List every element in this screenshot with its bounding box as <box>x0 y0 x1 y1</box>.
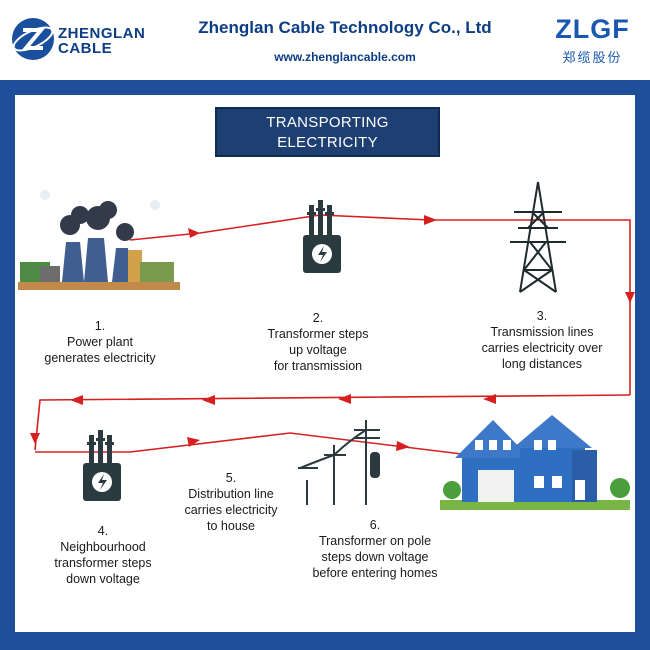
brand-text: ZHENGLAN CABLE <box>58 26 145 56</box>
step-5-caption: 5. Distribution line carries electricity… <box>156 470 306 534</box>
step-text-line: before entering homes <box>312 566 438 580</box>
step-2-caption: 2. Transformer steps up voltage for tran… <box>243 310 393 374</box>
transmission-tower-icon <box>510 181 566 293</box>
title-line-1: TRANSPORTING ELECTRICITY <box>266 114 389 151</box>
step-text-line: up voltage <box>289 343 347 357</box>
company-name: Zhenglan Cable Technology Co., Ltd <box>198 18 492 37</box>
arrow-6 <box>202 395 215 405</box>
step-text-line: carries electricity over <box>481 341 603 355</box>
arrow-3 <box>625 292 635 303</box>
step-number: 6. <box>369 518 381 532</box>
step-text-line: long distances <box>502 357 582 371</box>
arrow-10 <box>396 441 410 451</box>
zhenglan-logo: ZHENGLAN CABLE <box>10 10 180 70</box>
step-6-caption: 6. Transformer on pole steps down voltag… <box>295 517 455 581</box>
step-text-line: Transformer on pole <box>318 534 432 548</box>
step-number: 2. <box>312 311 324 325</box>
arrow-5 <box>338 394 351 404</box>
arrow-9 <box>187 437 200 447</box>
zhenglan-logo-icon <box>12 18 54 60</box>
flow-line-top <box>129 214 631 395</box>
step-text-line: Transmission lines <box>490 325 594 339</box>
power-plant-icon <box>18 190 180 290</box>
zlgf-logo-cn: 郑缆股份 <box>562 50 623 65</box>
zlgf-logo: ZLGF 郑缆股份 <box>545 10 640 70</box>
flow-line-bottom <box>35 432 471 456</box>
step-3-caption: 3. Transmission lines carries electricit… <box>462 308 622 372</box>
step-text-line: Power plant <box>66 335 133 349</box>
arrow-2 <box>424 215 437 225</box>
transformer-icon-bottom <box>83 430 121 501</box>
step-text-line: Transformer steps <box>267 327 369 341</box>
brand-line-1: ZHENGLAN <box>58 25 146 42</box>
diagram-panel <box>15 95 635 632</box>
diagram-title: TRANSPORTING ELECTRICITY – HOW IT FLOWS <box>215 107 440 171</box>
arrow-1 <box>188 228 200 238</box>
transformer-icon-top <box>303 200 341 273</box>
step-text-line: steps down voltage <box>321 550 429 564</box>
step-4-caption: 4. Neighbourhood transformer steps down … <box>28 523 178 587</box>
step-text-line: carries electricity <box>184 503 278 517</box>
step-text-line: generates electricity <box>44 351 156 365</box>
title-line-2: – HOW IT FLOWS <box>263 154 392 171</box>
brand-line-2: CABLE <box>58 40 113 57</box>
step-1-caption: 1. Power plant generates electricity <box>25 318 175 366</box>
step-text-line: transformer steps <box>54 556 152 570</box>
step-text-line: to house <box>207 519 255 533</box>
header-bar: ZHENGLAN CABLE Zhenglan Cable Technology… <box>0 0 650 80</box>
step-text-line: down voltage <box>66 572 140 586</box>
pole-transformer-icon <box>370 452 380 478</box>
arrow-4 <box>483 394 496 404</box>
arrow-8 <box>30 433 40 444</box>
step-number: 3. <box>536 309 548 323</box>
arrow-7 <box>70 395 83 405</box>
house-icon <box>440 415 630 510</box>
step-number: 1. <box>94 319 106 333</box>
step-number: 4. <box>97 524 109 538</box>
step-text-line: Neighbourhood <box>60 540 146 554</box>
website-url[interactable]: www.zhenglancable.com <box>274 50 416 64</box>
step-text-line: Distribution line <box>188 487 274 501</box>
zlgf-logo-text: ZLGF <box>555 14 630 44</box>
step-number: 5. <box>225 471 237 485</box>
step-text-line: for transmission <box>273 359 363 373</box>
utility-pole-icon <box>298 420 380 505</box>
